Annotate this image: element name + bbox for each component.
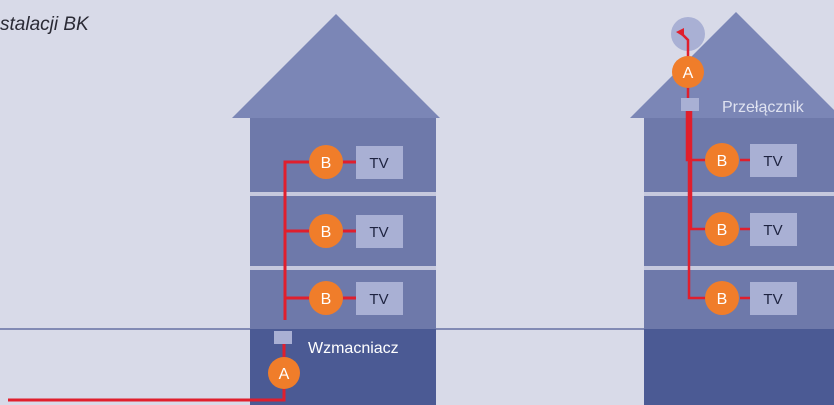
right-house-basement	[644, 329, 834, 405]
left-tv-label: TV	[369, 224, 388, 241]
left-house: Wzmacniacz A B TV B TV B TV	[8, 14, 440, 405]
right-node-b	[705, 212, 739, 246]
left-house-roof	[232, 14, 440, 118]
left-node-b	[309, 214, 343, 248]
left-tv-box	[356, 282, 403, 315]
right-node-b-label: B	[717, 153, 728, 170]
right-tv-label: TV	[763, 153, 782, 170]
right-floor-divider	[644, 266, 834, 270]
right-tv-box	[750, 282, 797, 315]
right-tv-box	[750, 213, 797, 246]
right-node-b-label: B	[717, 291, 728, 308]
right-floor-divider	[644, 192, 834, 196]
left-node-b-label: B	[321, 291, 332, 308]
right-node-a-label: A	[683, 65, 694, 82]
right-node-a	[672, 56, 704, 88]
left-node-b-label: B	[321, 155, 332, 172]
right-tv-label: TV	[763, 222, 782, 239]
left-house-body	[250, 118, 436, 329]
satellite-dish-icon	[671, 17, 705, 51]
amplifier-box	[274, 331, 292, 344]
left-node-b	[309, 281, 343, 315]
right-house: A Przełącznik B TV B TV B TV	[630, 12, 834, 405]
left-node-a-label: A	[279, 366, 290, 383]
left-tv-label: TV	[369, 155, 388, 172]
right-tv-box	[750, 144, 797, 177]
right-node-b	[705, 143, 739, 177]
left-floor-divider	[250, 266, 436, 270]
right-house-body	[644, 118, 834, 329]
left-node-a	[268, 357, 300, 389]
right-node-b-label: B	[717, 222, 728, 239]
switch-label: Przełącznik	[722, 99, 805, 116]
dish-feed-arrow-icon	[676, 28, 684, 37]
left-tv-box	[356, 146, 403, 179]
left-node-b	[309, 145, 343, 179]
diagram-title: stalacji BK	[0, 14, 89, 35]
right-node-b	[705, 281, 739, 315]
right-cable	[681, 33, 750, 300]
amplifier-label: Wzmacniacz	[308, 340, 399, 357]
right-tv-label: TV	[763, 291, 782, 308]
left-tv-label: TV	[369, 291, 388, 308]
switch-box	[681, 98, 699, 111]
left-tv-box	[356, 215, 403, 248]
right-house-roof	[630, 12, 834, 118]
left-floor-divider	[250, 192, 436, 196]
left-node-b-label: B	[321, 224, 332, 241]
